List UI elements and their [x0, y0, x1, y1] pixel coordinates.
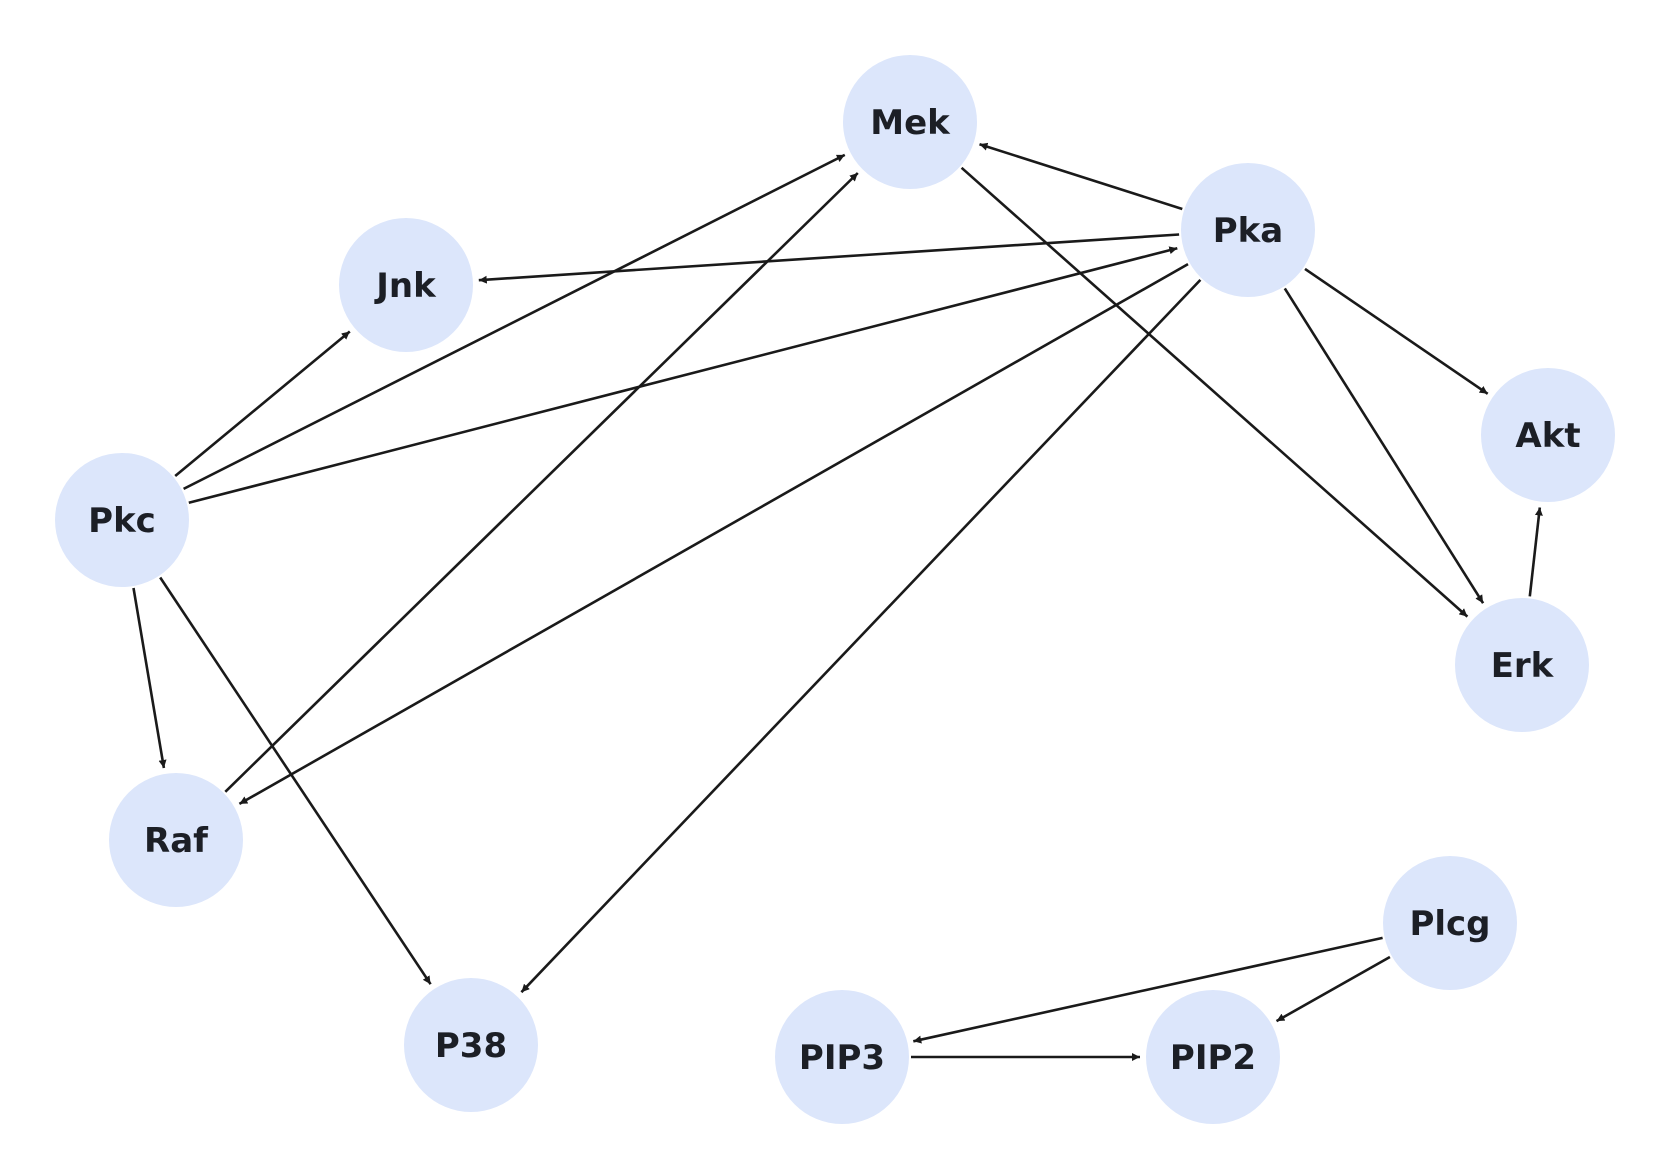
edge-mek-to-erk	[960, 166, 1469, 618]
edges-layer	[132, 142, 1543, 1061]
node-label-p38: P38	[435, 1026, 507, 1066]
edge-pka-to-akt	[1304, 267, 1489, 395]
node-pip3: PIP3	[775, 990, 909, 1124]
edge-pka-to-raf	[238, 262, 1189, 806]
edge-pkc-to-mek	[183, 153, 846, 491]
node-label-jnk: Jnk	[374, 266, 437, 306]
node-circle-pip2	[1146, 990, 1280, 1124]
node-circle-pip3	[775, 990, 909, 1124]
node-pkc: Pkc	[55, 453, 189, 587]
node-circle-mek	[843, 55, 977, 189]
edge-pkc-to-jnk	[174, 330, 351, 478]
node-akt: Akt	[1481, 368, 1615, 502]
node-circle-p38	[404, 978, 538, 1112]
edge-pka-to-erk	[1283, 287, 1485, 604]
edge-plcg-to-pip3	[913, 936, 1383, 1044]
edge-pka-to-p38	[520, 279, 1202, 994]
edge-plcg-to-pip2	[1275, 955, 1391, 1023]
node-plcg: Plcg	[1383, 856, 1517, 990]
node-circle-pkc	[55, 453, 189, 587]
node-pip2: PIP2	[1146, 990, 1280, 1124]
node-erk: Erk	[1455, 598, 1589, 732]
node-circle-jnk	[339, 218, 473, 352]
edge-raf-to-mek	[224, 172, 859, 793]
node-circle-raf	[109, 773, 243, 907]
node-circle-plcg	[1383, 856, 1517, 990]
edge-pkc-to-pka	[188, 246, 1178, 505]
node-label-pip3: PIP3	[799, 1038, 885, 1078]
node-label-erk: Erk	[1491, 646, 1555, 686]
node-circle-pka	[1181, 163, 1315, 297]
node-pka: Pka	[1181, 163, 1315, 297]
node-circle-erk	[1455, 598, 1589, 732]
node-label-pka: Pka	[1213, 211, 1283, 251]
node-raf: Raf	[109, 773, 243, 907]
node-label-mek: Mek	[870, 103, 951, 143]
edge-pkc-to-p38	[159, 576, 432, 985]
edge-pka-to-jnk	[478, 233, 1180, 284]
node-label-pkc: Pkc	[88, 501, 156, 541]
edge-erk-to-akt	[1528, 507, 1543, 597]
node-label-raf: Raf	[144, 821, 209, 861]
edge-pkc-to-raf	[132, 587, 167, 769]
node-label-pip2: PIP2	[1170, 1038, 1256, 1078]
edge-pka-to-mek	[979, 142, 1183, 211]
node-p38: P38	[404, 978, 538, 1112]
node-jnk: Jnk	[339, 218, 473, 352]
node-label-akt: Akt	[1515, 416, 1580, 456]
node-label-plcg: Plcg	[1409, 904, 1490, 944]
node-mek: Mek	[843, 55, 977, 189]
node-circle-akt	[1481, 368, 1615, 502]
